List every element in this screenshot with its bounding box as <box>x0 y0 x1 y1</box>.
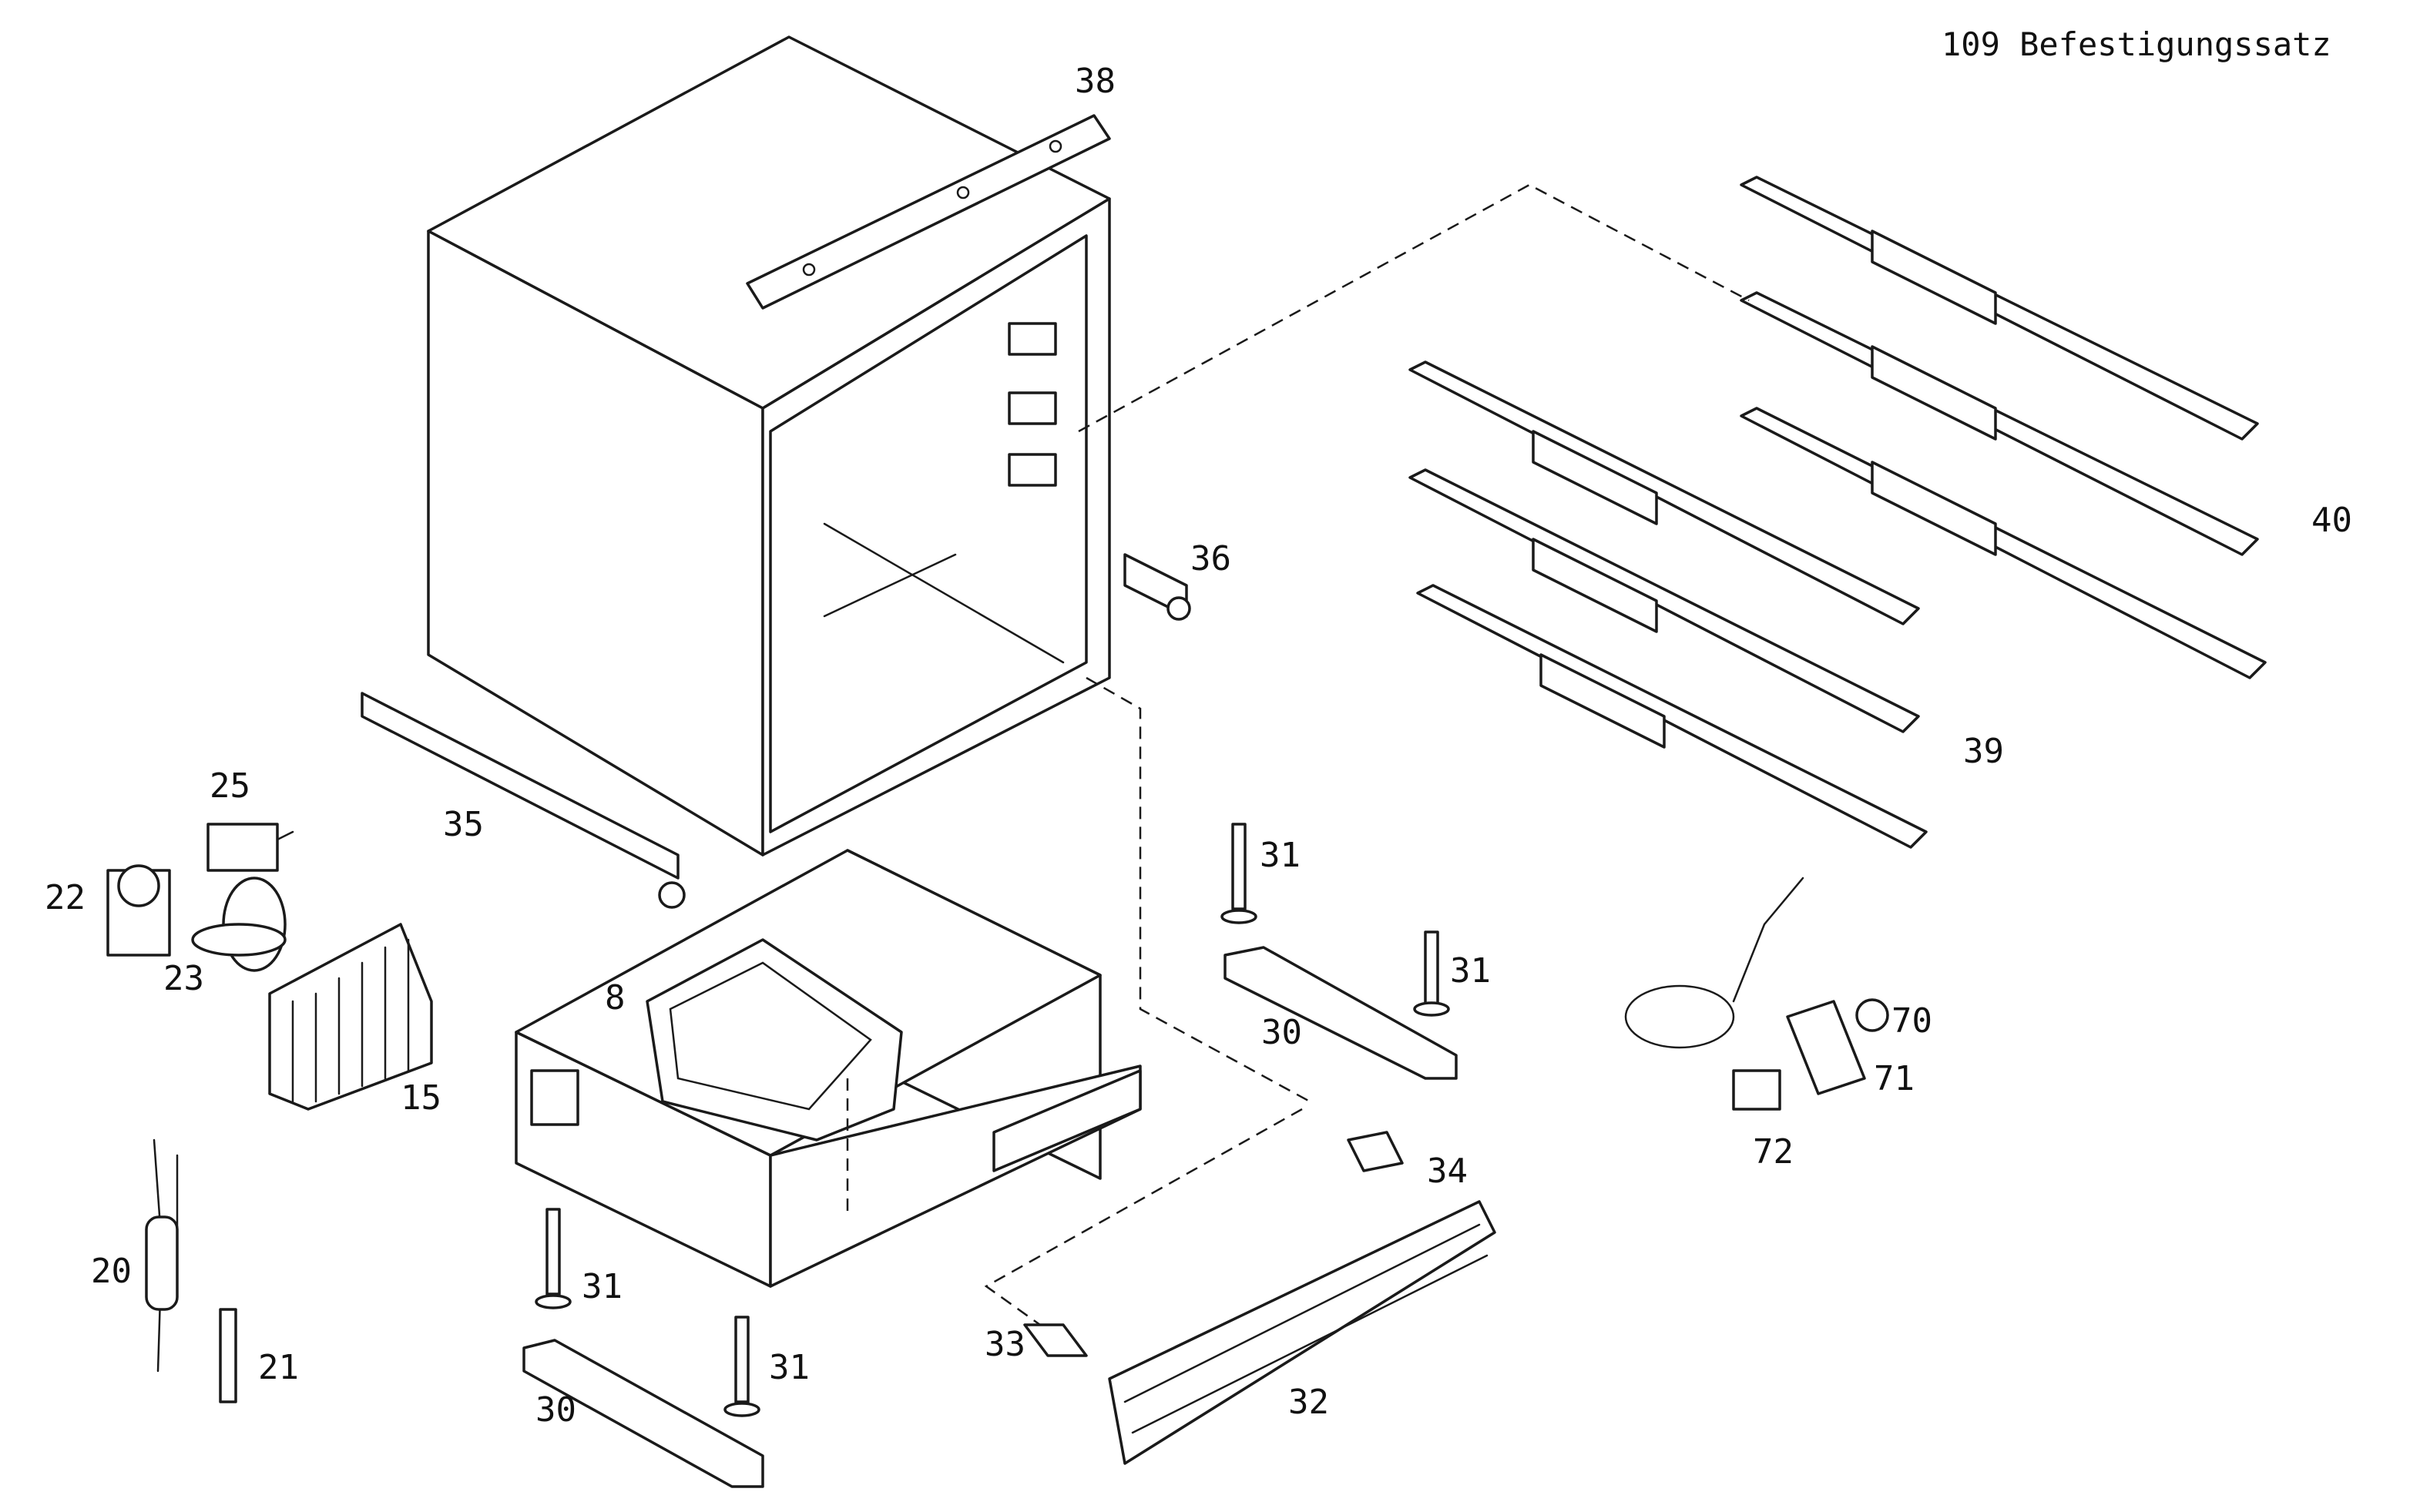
callout-70: 70 <box>1891 1001 1932 1041</box>
callout-20: 20 <box>91 1252 132 1291</box>
leader-line <box>984 1108 1303 1326</box>
thermostat-capillary <box>145 1138 179 1373</box>
condenser-coil <box>268 923 433 1111</box>
callout-33: 33 <box>985 1325 1025 1364</box>
clip-34 <box>1347 1131 1404 1172</box>
callout-36: 36 <box>1190 539 1231 578</box>
drip-tray <box>646 938 903 1142</box>
kit-title: 109 Befestigungssatz <box>1942 25 2331 63</box>
screw-31-right <box>1413 930 1450 1017</box>
callout-8: 8 <box>605 978 626 1017</box>
clip-33 <box>1023 1323 1088 1357</box>
callout-31-right: 31 <box>1450 951 1491 991</box>
bottom-rail-left <box>361 692 686 909</box>
callout-30-right: 30 <box>1261 1013 1302 1052</box>
foot-rail-right <box>1223 946 1458 1080</box>
callout-31-bottom: 31 <box>769 1348 810 1387</box>
callout-38: 38 <box>1075 62 1116 101</box>
screw-31-bottom <box>723 1316 760 1417</box>
callout-15: 15 <box>401 1078 441 1118</box>
slide-rail-40-top <box>1740 176 2259 441</box>
fan-blade <box>191 877 287 972</box>
shelf-clip <box>1008 453 1057 487</box>
callout-23: 23 <box>163 959 204 998</box>
cabinet-housing <box>427 35 1111 857</box>
slide-rail-40-bottom <box>1740 407 2267 679</box>
sensor-pin <box>219 1308 237 1403</box>
leader-line <box>1086 676 1311 1103</box>
callout-35: 35 <box>443 805 484 844</box>
callout-22: 22 <box>45 878 86 917</box>
callout-21: 21 <box>258 1348 299 1387</box>
top-mounting-bracket <box>746 114 1111 310</box>
screw-31-left <box>535 1208 572 1309</box>
callout-71: 71 <box>1874 1059 1915 1098</box>
callout-40: 40 <box>2311 501 2352 540</box>
callout-39: 39 <box>1963 732 2004 771</box>
lamp-70 <box>1855 998 1889 1032</box>
screw-31-upper <box>1220 823 1257 924</box>
shelf-clip <box>1008 391 1057 425</box>
switch-72 <box>1732 1069 1781 1111</box>
foot-rail-left <box>522 1339 764 1488</box>
callout-25: 25 <box>210 766 250 806</box>
callout-30-left: 30 <box>535 1390 576 1430</box>
relay-component <box>206 823 294 872</box>
slide-rail-39-middle <box>1408 468 1920 733</box>
callout-31-left: 31 <box>582 1267 623 1306</box>
slide-rail-39-bottom <box>1416 584 1928 849</box>
cable-coil <box>1624 877 1804 1049</box>
callout-32: 32 <box>1288 1383 1329 1422</box>
slide-rail-40-middle <box>1740 291 2259 556</box>
plinth-grille <box>1108 1200 1496 1465</box>
lamp-holder-71 <box>1786 1000 1866 1095</box>
shelf-clip <box>1008 322 1057 356</box>
callout-34: 34 <box>1427 1152 1468 1191</box>
hinge <box>1123 553 1191 621</box>
slide-rail-39-top <box>1408 360 1920 625</box>
leader-line <box>1078 183 1750 433</box>
callout-72: 72 <box>1753 1132 1794 1172</box>
fan-motor <box>106 864 171 957</box>
callout-31-upper: 31 <box>1260 836 1301 875</box>
